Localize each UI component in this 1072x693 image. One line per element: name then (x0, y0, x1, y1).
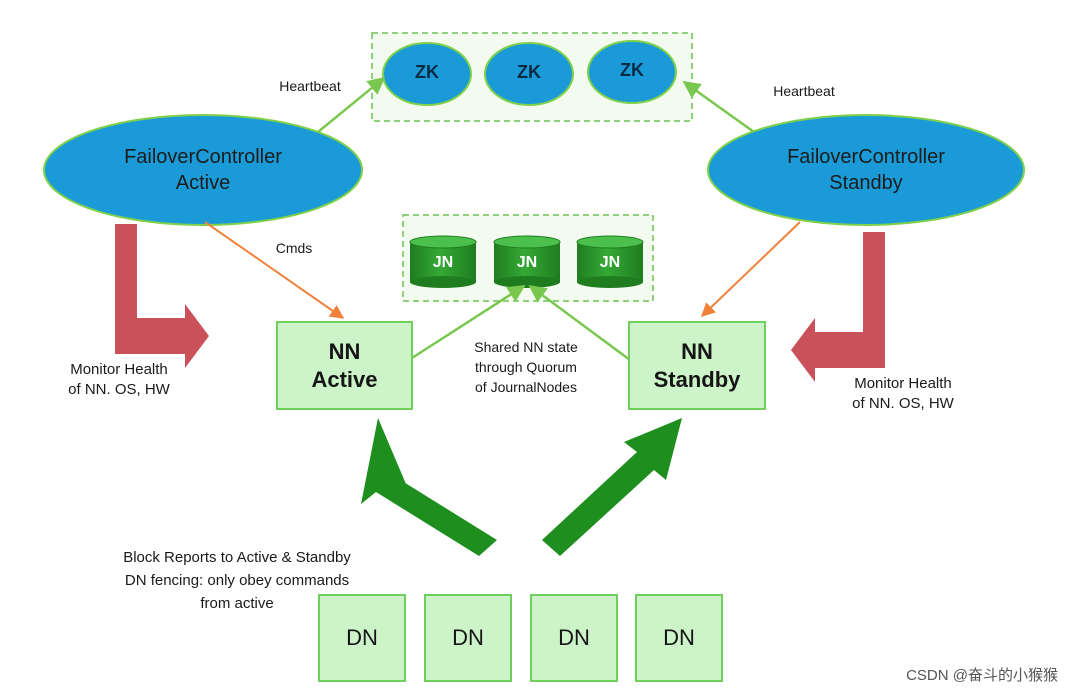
dn-box-3: DN (530, 594, 618, 682)
cmds-arrow-right (700, 221, 801, 317)
cmds-arrow-left (204, 221, 345, 319)
cmds-label: Cmds (275, 240, 313, 256)
block-reports-label: Block Reports to Active & Standby DN fen… (80, 546, 394, 615)
nn-standby-label: NN Standby (654, 338, 741, 394)
nn-standby-line2: Standby (653, 366, 741, 392)
monitor-health-label-right: Monitor Health of NN. OS, HW (828, 374, 978, 414)
nn-active-line1: NN (328, 338, 361, 364)
zk-node-1 (382, 42, 472, 106)
nn-active-line2: Active (311, 366, 378, 392)
nn-active-box: NN Active (276, 321, 413, 410)
monitor-health-arrow-left (115, 224, 209, 368)
block-report-arrow-active (361, 418, 497, 556)
monitor-left-line1: Monitor Health (70, 361, 168, 378)
nn-standby-box: NN Standby (628, 321, 766, 410)
failover-standby-label: FailoverController Standby (736, 144, 996, 196)
failover-active-line2: Active (175, 172, 231, 194)
heartbeat-label-right: Heartbeat (773, 83, 835, 99)
block-report-arrow-standby (542, 418, 682, 556)
dn-label-2: DN (452, 625, 484, 650)
monitor-health-label-left: Monitor Health of NN. OS, HW (44, 360, 194, 400)
jn-label-1: JN (432, 254, 454, 271)
block-reports-line1: Block Reports to Active & Standby (123, 549, 351, 566)
failover-standby-line2: Standby (829, 172, 903, 194)
shared-state-arrow-standby (528, 284, 631, 362)
failover-controller-standby (707, 114, 1025, 226)
heartbeat-arrow-left (317, 76, 386, 133)
jn-label-3: JN (599, 254, 621, 271)
dn-box-1: DN (318, 594, 406, 682)
dn-label-3: DN (558, 625, 590, 650)
failover-standby-line1: FailoverController (787, 146, 945, 168)
dn-box-4: DN (635, 594, 723, 682)
dn-box-2: DN (424, 594, 512, 682)
dn-label-1: DN (346, 625, 378, 650)
jn-node-1 (409, 235, 477, 288)
monitor-right-line1: Monitor Health (854, 375, 952, 392)
zk-node-3 (587, 40, 677, 104)
zk-node-2 (484, 42, 574, 106)
zk-label-3: ZK (620, 60, 644, 80)
zk-label-2: ZK (517, 62, 541, 82)
block-reports-line3: from active (200, 595, 274, 612)
dn-label-4: DN (663, 625, 695, 650)
watermark: CSDN @奋斗的小猴猴 (906, 667, 1058, 684)
jn-node-3 (576, 235, 644, 288)
zk-label-1: ZK (415, 62, 439, 82)
failover-controller-active (43, 114, 363, 226)
shared-state-line3: of JournalNodes (475, 379, 577, 395)
shared-state-line2: through Quorum (475, 359, 577, 375)
nn-standby-line1: NN (681, 338, 713, 364)
shared-state-arrow-active (411, 284, 526, 360)
shared-state-label: Shared NN state through Quorum of Journa… (448, 337, 604, 397)
block-reports-line2: DN fencing: only obey commands (124, 572, 350, 589)
heartbeat-arrow-right (682, 80, 755, 134)
failover-active-line1: FailoverController (124, 146, 282, 168)
jn-label-2: JN (516, 254, 538, 271)
failover-active-label: FailoverController Active (73, 144, 333, 196)
monitor-left-line2: of NN. OS, HW (68, 381, 170, 398)
heartbeat-label-left: Heartbeat (279, 78, 341, 94)
monitor-right-line2: of NN. OS, HW (852, 395, 954, 412)
monitor-health-arrow-right (791, 232, 885, 382)
nn-active-label: NN Active (311, 338, 377, 394)
shared-state-line1: Shared NN state (474, 339, 578, 355)
